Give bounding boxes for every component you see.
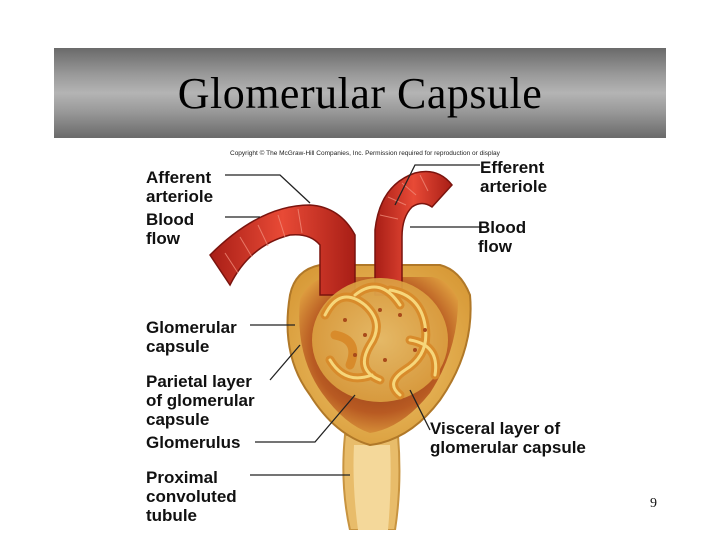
glomerular-capsule-illustration bbox=[209, 164, 480, 530]
glomerulus-tuft bbox=[312, 278, 448, 402]
slide-title: Glomerular Capsule bbox=[177, 68, 543, 118]
afferent-arteriole-shape bbox=[209, 204, 356, 296]
page-number: 9 bbox=[650, 496, 657, 511]
label-glomerulus: Glomerulus bbox=[146, 433, 241, 452]
title-bar: Glomerular Capsule bbox=[54, 48, 666, 138]
efferent-arteriole-shape bbox=[374, 170, 453, 296]
copyright-notice: Copyright © The McGraw-Hill Companies, I… bbox=[230, 150, 500, 157]
